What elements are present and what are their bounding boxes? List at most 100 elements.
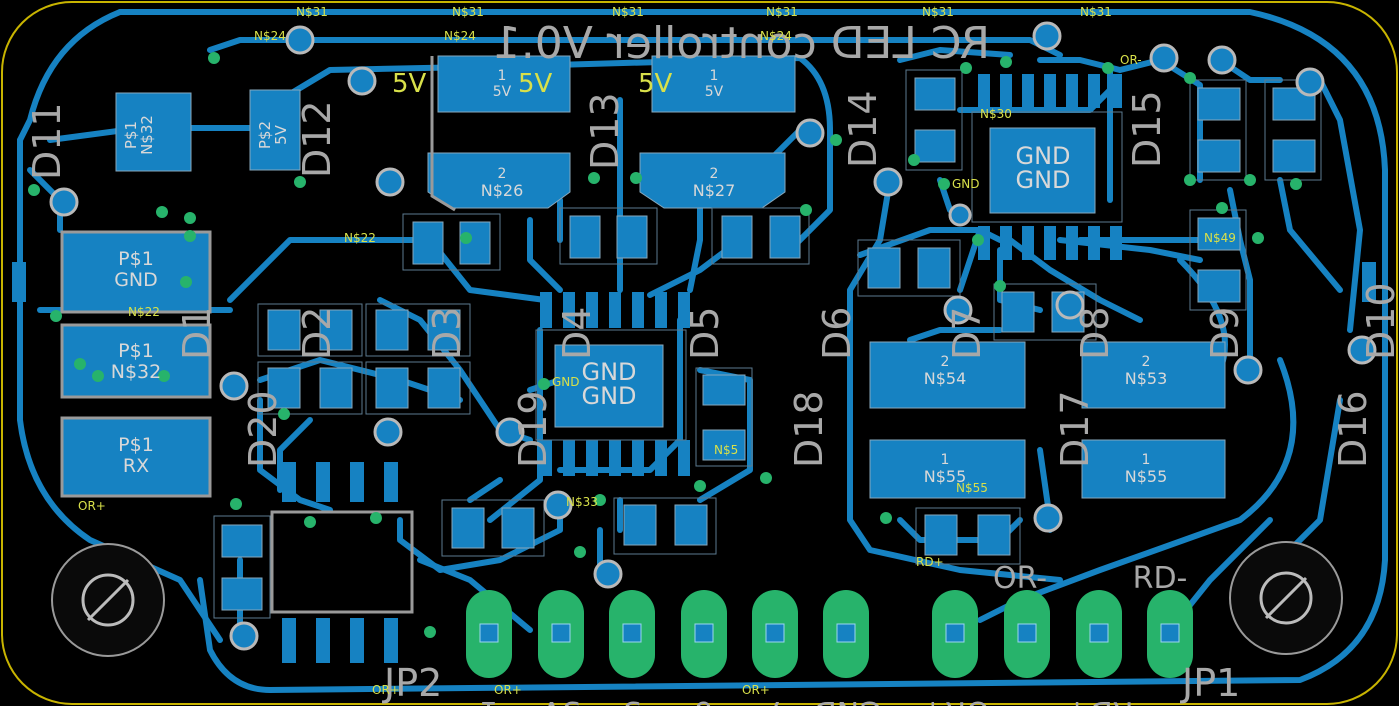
pad-d17-top-num: 2 <box>941 354 950 370</box>
pad-d14-bot-num: 2 <box>710 166 719 182</box>
designator-d18: D18 <box>787 390 831 468</box>
jp1-label-rd-minus: RD- <box>1133 561 1188 596</box>
designator-d8: D8 <box>1073 307 1117 360</box>
pad-d13-bot-num: 2 <box>498 166 507 182</box>
jp2-labels: 1 5V 5 6 7 GND <box>479 694 882 706</box>
designator-d4: D4 <box>555 307 599 360</box>
pad-p1-n32-num: P$1 <box>118 340 154 362</box>
designator-d15: D15 <box>1125 90 1169 168</box>
net-label-n31: N$31 <box>452 5 484 19</box>
net-label-n30: N$30 <box>980 107 1012 121</box>
net-label-or-plus: OR+ <box>372 683 400 697</box>
silk-thin-outlines <box>213 69 1322 619</box>
net-label-5v: 5V <box>518 69 553 99</box>
pad-right-ic-2: GND <box>1015 166 1070 194</box>
jp1-labels: OR+ OR- RD+ RD- <box>920 561 1187 706</box>
designator-d20: D20 <box>241 390 285 468</box>
designator-d14: D14 <box>841 90 885 168</box>
designator-d6: D6 <box>815 307 859 360</box>
pad-d11-p2-net: 5V <box>272 124 290 145</box>
net-label-or-minus: OR- <box>1120 53 1142 67</box>
net-label-rd-plus: RD+ <box>916 555 944 569</box>
net-label-or-plus: OR+ <box>742 683 770 697</box>
net-labels-5v: 5V 5V 5V <box>392 69 673 99</box>
net-label-n24: N$24 <box>760 29 792 43</box>
pad-mid-ic-2: GND <box>581 382 636 410</box>
large-pads <box>61 55 1226 499</box>
designator-d5: D5 <box>683 307 727 360</box>
jp2-label-1: 1 <box>479 694 498 706</box>
designator-d7: D7 <box>945 307 989 360</box>
pad-d13-bot-net: N$26 <box>481 181 524 200</box>
pad-d18-top-num: 2 <box>1142 354 1151 370</box>
net-label-n55: N$55 <box>956 481 988 495</box>
pad-d18-bot-net: N$55 <box>1125 467 1168 486</box>
designator-d17: D17 <box>1053 390 1097 468</box>
designator-d1: D1 <box>175 307 219 360</box>
net-label-5v: 5V <box>392 69 427 99</box>
pad-d14-top-num: 1 <box>710 68 719 84</box>
designator-d12: D12 <box>295 100 339 178</box>
designator-d13: D13 <box>583 92 627 170</box>
pad-d17-bot-num: 1 <box>941 452 950 468</box>
net-label-n24: N$24 <box>444 29 476 43</box>
designator-d19: D19 <box>511 390 555 468</box>
pad-p1-rx-net: RX <box>123 455 149 477</box>
net-label-or-plus: OR+ <box>78 499 106 513</box>
net-label-n31: N$31 <box>766 5 798 19</box>
vias <box>49 21 1377 651</box>
silk-outlines <box>60 56 456 614</box>
pad-d13-top-net: 5V <box>493 84 512 100</box>
pad-d11-p1: P$1 <box>122 121 140 149</box>
pad-d18-bot-num: 1 <box>1142 452 1151 468</box>
net-label-gnd: GND <box>952 177 980 191</box>
pad-p1-rx-num: P$1 <box>118 434 154 456</box>
designator-d2: D2 <box>295 307 339 360</box>
designator-d11: D11 <box>25 102 69 180</box>
net-label-n31: N$31 <box>612 5 644 19</box>
net-label-n31: N$31 <box>296 5 328 19</box>
header-jp1 <box>932 590 1193 678</box>
pad-p1-n32-net: N$32 <box>111 361 161 383</box>
pad-d11-p2: P$2 <box>256 121 274 149</box>
net-label-n22: N$22 <box>344 231 376 245</box>
jp2-label-5: 5 <box>622 694 641 706</box>
jp2-label-5v: 5V <box>541 694 581 706</box>
small-smd-pads <box>221 77 1316 611</box>
designator-d16: D16 <box>1331 390 1375 468</box>
jp2-label-7: 7 <box>765 694 784 706</box>
pad-d18-top-net: N$53 <box>1125 369 1168 388</box>
net-label-n33: N$33 <box>566 495 598 509</box>
net-label-n49: N$49 <box>1204 231 1236 245</box>
jp2-label-6: 6 <box>694 694 713 706</box>
pad-p1-gnd-num: P$1 <box>118 248 154 270</box>
designator-jp1: JP1 <box>1180 661 1240 705</box>
pad-d13-top-num: 1 <box>498 68 507 84</box>
net-label-n31: N$31 <box>1080 5 1112 19</box>
designator-d3: D3 <box>425 307 469 360</box>
pad-p1-gnd-net: GND <box>114 269 158 291</box>
jp1-label-or-minus: OR- <box>993 561 1047 596</box>
designator-d10: D10 <box>1359 282 1399 360</box>
header-drills <box>479 623 1180 643</box>
small-vias <box>28 52 1302 638</box>
jp2-label-gnd: GND <box>814 694 883 706</box>
header-jp2 <box>466 590 869 678</box>
d11-pad-labels: P$1 N$32 P$2 5V <box>122 115 290 155</box>
jp1-label-rd-plus: RD+ <box>1064 694 1133 706</box>
pad-d17-top-net: N$54 <box>924 369 967 388</box>
net-labels: N$31 N$31 N$31 N$31 N$31 N$31 N$24 N$24 … <box>78 5 1236 697</box>
net-label-or-plus: OR+ <box>494 683 522 697</box>
designator-jp2: JP2 <box>382 661 442 705</box>
pad-d14-top-net: 5V <box>705 84 724 100</box>
mounting-hole-right <box>1229 541 1343 655</box>
board-title: RC LED controller V0.1 <box>493 18 990 69</box>
jp1-label-or-plus: OR+ <box>920 694 990 706</box>
pad-d11-p1-net: N$32 <box>138 115 156 155</box>
net-label-5v: 5V <box>638 69 673 99</box>
ic-pins <box>12 74 1376 663</box>
pad-labels: P$1 GND P$1 N$32 P$1 RX GND GND GND GND … <box>111 68 1168 486</box>
pad-right-ic-1: GND <box>1015 142 1070 170</box>
